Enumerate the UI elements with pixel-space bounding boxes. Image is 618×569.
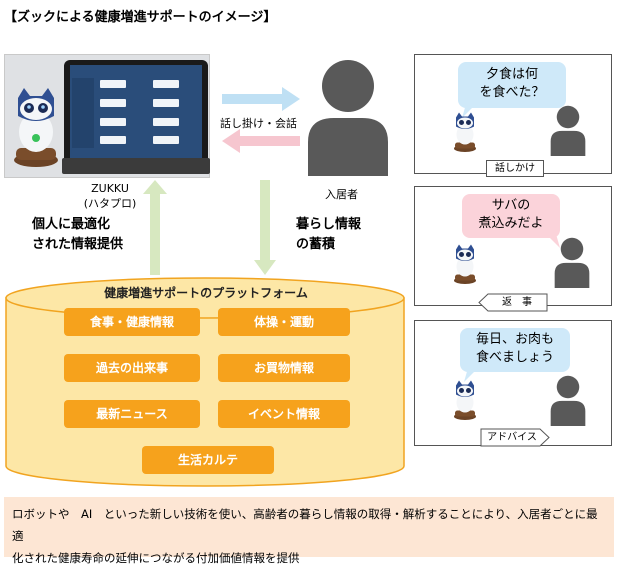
screen-button xyxy=(100,98,126,107)
resident-person-icon xyxy=(308,60,388,176)
screen-button xyxy=(153,98,179,107)
right-flow-line1: 暮らし情報 xyxy=(296,217,362,232)
panel-tag-talk: 話しかけ xyxy=(486,160,544,177)
page-title: 【ズックによる健康増進サポートのイメージ】 xyxy=(4,10,277,25)
speech-bubble-resident: サバの 煮込みだよ xyxy=(462,194,560,238)
screen-button xyxy=(100,117,126,126)
tablet-screen-menu xyxy=(100,80,200,150)
bubble-line1: サバの xyxy=(491,198,531,213)
arrow-up-icon xyxy=(143,180,167,275)
resident-label: 入居者 xyxy=(325,188,358,201)
conversation-arrows xyxy=(222,87,300,153)
zukku-robot-icon xyxy=(14,88,58,167)
small-person-icon xyxy=(550,375,586,426)
right-flow-label: 暮らし情報 の蓄積 xyxy=(296,215,361,255)
bubble-tail-icon xyxy=(462,104,476,118)
left-flow-line1: 個人に最適化 xyxy=(32,217,111,232)
small-person-icon xyxy=(550,105,586,156)
platform-item-life-chart: 生活カルテ xyxy=(142,446,274,474)
small-robot-icon xyxy=(454,244,476,284)
left-flow-line2: された情報提供 xyxy=(32,237,124,253)
arrow-left-icon xyxy=(222,129,300,153)
arrow-right-icon xyxy=(222,87,300,111)
screen-button xyxy=(100,136,126,145)
small-robot-icon xyxy=(454,380,476,420)
screen-button xyxy=(153,136,179,145)
screen-button xyxy=(153,80,179,88)
small-person-icon xyxy=(554,237,590,288)
panel-tag-advice: アドバイス xyxy=(487,432,537,443)
right-flow-line2: の蓄積 xyxy=(296,237,336,253)
bubble-line1: 夕食は何 xyxy=(485,67,538,82)
arrow-down-icon xyxy=(254,180,276,275)
bubble-line2: 食べましょう xyxy=(475,349,554,365)
tablet-screen-sidebar xyxy=(72,78,94,148)
platform-item-past-events: 過去の出来事 xyxy=(64,354,200,382)
summary-box: ロボットや AI といった新しい技術を使い、高齢者の暮らし情報の取得・解析するこ… xyxy=(4,497,614,565)
bubble-tail-icon xyxy=(464,368,478,382)
tablet-dock xyxy=(62,158,210,174)
device-name: ZUKKU (ハタプロ) xyxy=(80,182,140,211)
panel-tag-reply-shape xyxy=(478,293,548,312)
summary-line1: ロボットや AI といった新しい技術を使い、高齢者の暮らし情報の取得・解析するこ… xyxy=(12,507,598,543)
platform-item-event-info: イベント情報 xyxy=(218,400,350,428)
panel-tag-advice-shape xyxy=(480,428,550,447)
speech-bubble-robot: 夕食は何 を食べた？ xyxy=(458,62,566,108)
bubble-line1: 毎日、お肉も xyxy=(475,332,554,347)
platform-item-exercise: 体操・運動 xyxy=(218,308,350,336)
bubble-tail-icon xyxy=(546,234,560,248)
left-flow-label: 個人に最適化 された情報提供 xyxy=(32,215,123,255)
conversation-label: 話し掛け・会話 xyxy=(220,117,297,130)
platform-title: 健康増進サポートのプラットフォーム xyxy=(104,286,308,300)
platform-item-news: 最新ニュース xyxy=(64,400,200,428)
panel-tag-reply: 返 事 xyxy=(502,297,532,308)
platform-item-food-health: 食事・健康情報 xyxy=(64,308,200,336)
screen-button xyxy=(153,117,179,126)
small-robot-icon xyxy=(454,112,476,152)
speech-bubble-robot: 毎日、お肉も 食べましょう xyxy=(460,328,570,372)
bubble-line2: 煮込みだよ xyxy=(478,215,544,231)
screen-button xyxy=(100,80,126,88)
platform-item-shopping: お買物情報 xyxy=(218,354,350,382)
bubble-line2: を食べた？ xyxy=(479,84,545,100)
summary-line2: 化された健康寿命の延伸につながる付加価値情報を提供 xyxy=(12,551,300,565)
device-name-line2: (ハタプロ) xyxy=(83,197,137,210)
device-name-line1: ZUKKU xyxy=(91,182,129,195)
